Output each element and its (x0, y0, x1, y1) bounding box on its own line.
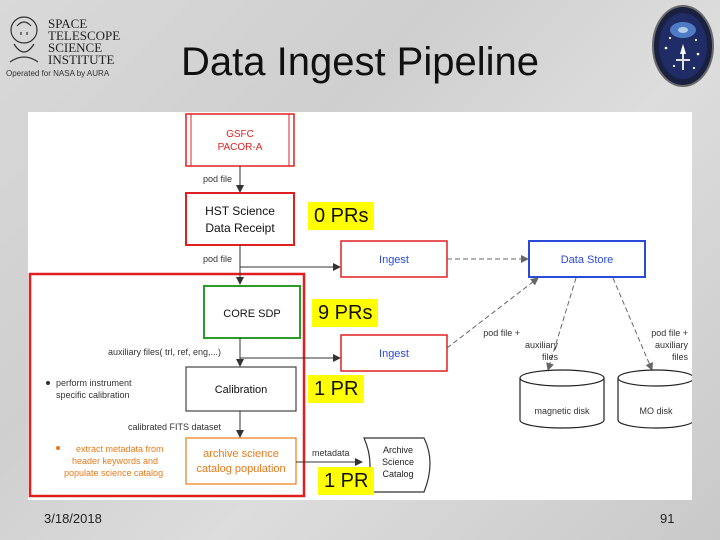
metadata-note-3: populate science catalog (64, 468, 163, 478)
archive-catalog-line-2: Science (382, 457, 414, 467)
logo-line-4: INSTITUTE (48, 52, 114, 67)
bullet-dot (46, 381, 50, 385)
slide-title: Data Ingest Pipeline (180, 40, 539, 84)
receipt-line-2: Data Receipt (205, 221, 275, 235)
pod-aux-left-1: pod file + (483, 328, 520, 338)
logo-line-1: SPACE (48, 16, 87, 31)
pr-count-receipt: 0 PRs (308, 202, 375, 230)
magnetic-disk-label: magnetic disk (534, 406, 590, 416)
slide-page-number: 91 (660, 511, 675, 526)
ingest-bottom-label: Ingest (379, 348, 409, 360)
stsci-logo: SPACE TELESCOPE SCIENCE INSTITUTE Operat… (4, 4, 120, 80)
pr-count-core: 9 PRs (312, 299, 379, 327)
magnetic-disk-cylinder: magnetic disk (519, 369, 605, 429)
pacor-label: PACOR-A (218, 142, 263, 153)
mo-disk-cylinder: MO disk (617, 369, 692, 429)
ingest-top-label: Ingest (379, 254, 409, 266)
pr-count-archive: 1 PR (318, 467, 375, 495)
data-store-box: Data Store (528, 240, 646, 278)
calibration-box: Calibration (185, 366, 297, 412)
slide-date: 3/18/2018 (44, 511, 102, 526)
ingest-bottom-box: Ingest (340, 334, 448, 372)
pr-count-calibration: 1 PR (308, 375, 365, 403)
core-sdp-label: CORE SDP (223, 308, 280, 320)
metadata-note-1: extract metadata from (76, 444, 164, 454)
pod-aux-left-3: files (542, 352, 559, 362)
mission-patch-icon (650, 2, 716, 90)
archive-catalog-line-3: Catalog (382, 469, 413, 479)
gsfc-pacor-box: GSFC PACOR-A (185, 113, 295, 167)
processing-group-frame (28, 272, 306, 498)
calibration-label: Calibration (215, 384, 268, 396)
edge-label-auxiliary: auxiliary files( trl, ref, eng,...) (108, 347, 221, 357)
receipt-line-1: HST Science (205, 204, 275, 218)
archive-catalog-doc: Archive Science Catalog (363, 437, 431, 493)
calibration-note-1: perform instrument (56, 378, 132, 388)
edge-label-pod-file-2: pod file (203, 254, 232, 264)
edge-label-metadata: metadata (312, 448, 350, 458)
data-store-label: Data Store (561, 254, 614, 266)
astronomer-sketch-icon (9, 16, 39, 63)
ingest-top-box: Ingest (340, 240, 448, 278)
archive-population-box: archive science catalog population (185, 437, 297, 485)
hst-data-receipt-box: HST Science Data Receipt (185, 192, 295, 246)
bullet-dot-orange (56, 446, 60, 450)
mo-disk-label: MO disk (639, 406, 673, 416)
pod-aux-right-2: auxiliary (655, 340, 689, 350)
logo-line-2: TELESCOPE (48, 28, 120, 43)
logo-tagline: Operated for NASA by AURA (6, 69, 110, 78)
edge-label-pod-file-1: pod file (203, 174, 232, 184)
gsfc-label: GSFC (226, 129, 254, 140)
archive-population-line-2: catalog population (196, 463, 285, 475)
pod-aux-right-1: pod file + (651, 328, 688, 338)
metadata-note-2: header keywords and (72, 456, 158, 466)
logo-line-3: SCIENCE (48, 40, 102, 55)
archive-population-line-1: archive science (203, 448, 279, 460)
pod-aux-right-3: files (672, 352, 689, 362)
pipeline-diagram: GSFC PACOR-A pod file HST Science Data R… (28, 112, 692, 500)
calibration-note-2: specific calibration (56, 390, 130, 400)
archive-catalog-line-1: Archive (383, 445, 413, 455)
pod-aux-left-2: auxiliary (525, 340, 559, 350)
core-sdp-box: CORE SDP (203, 285, 301, 339)
edge-label-calibrated: calibrated FITS dataset (128, 422, 222, 432)
